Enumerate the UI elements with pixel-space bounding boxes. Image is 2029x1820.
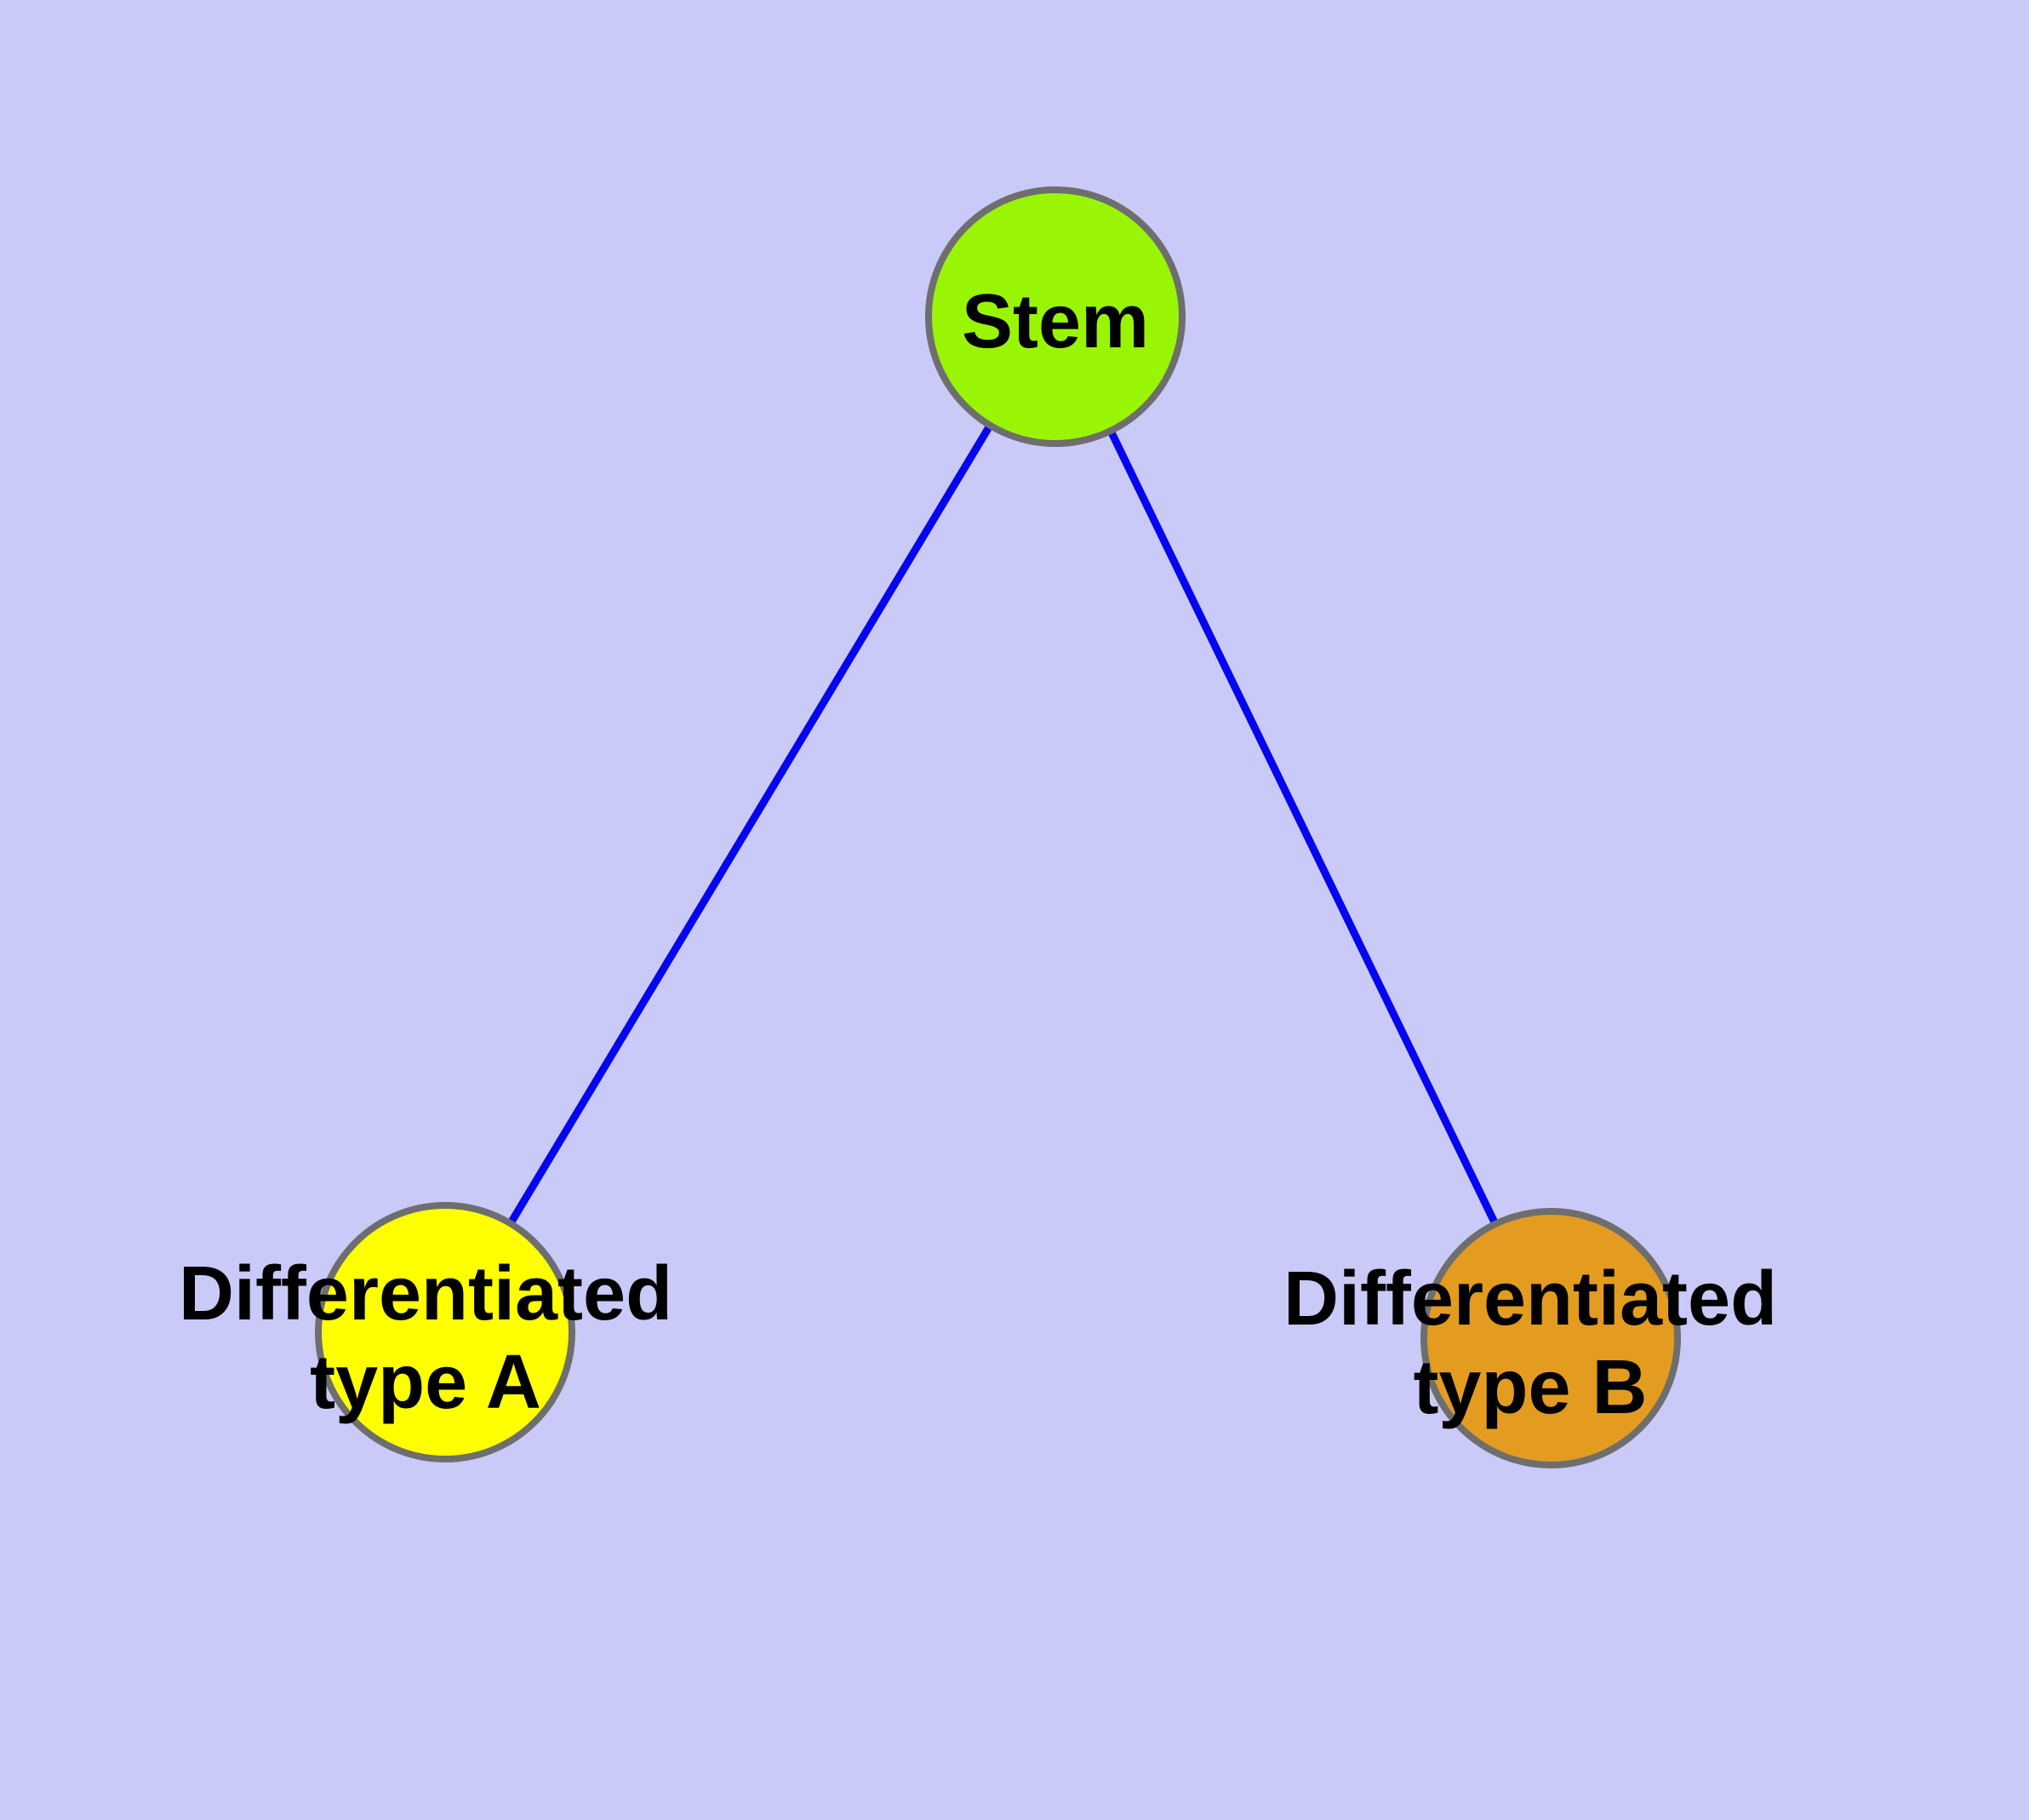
node-stem-label: Stem [961, 279, 1150, 364]
edge-stem-to-type-b [1051, 315, 1555, 1340]
node-stem-circle [925, 186, 1186, 447]
node-type-b-circle [1420, 1208, 1681, 1468]
edge-stem-to-type-a [442, 314, 1059, 1335]
node-type-b-label: Differentiated type B [1283, 1256, 1778, 1430]
node-type-a-label: Differentiated type A [178, 1251, 673, 1425]
node-type-a-circle [315, 1202, 575, 1462]
